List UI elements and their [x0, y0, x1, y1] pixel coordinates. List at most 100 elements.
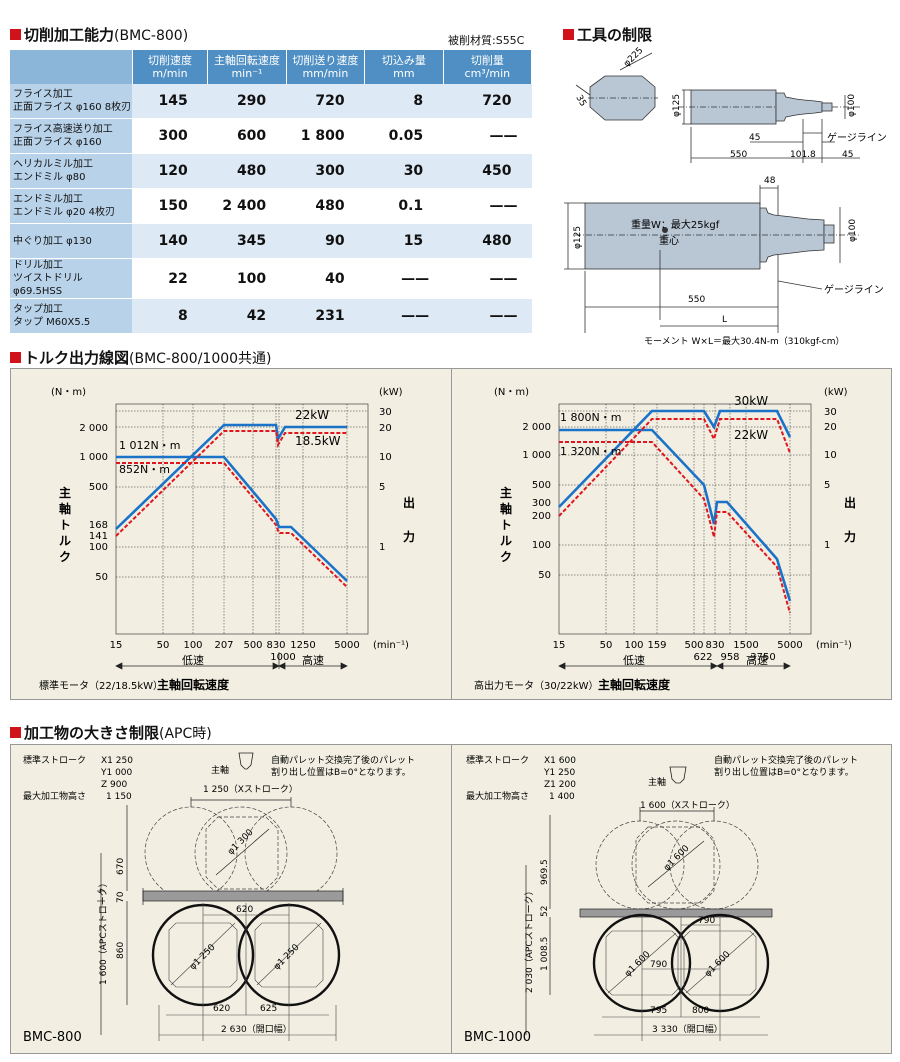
svg-text:1250: 1250: [290, 640, 315, 651]
svg-text:5: 5: [824, 480, 830, 491]
row-label: フライス高速送り加工正面フライス φ160: [10, 118, 133, 154]
svg-text:主軸回転速度: 主軸回転速度: [157, 677, 230, 692]
svg-text:207: 207: [214, 640, 233, 651]
svg-text:70: 70: [116, 891, 126, 903]
svg-text:168: 168: [89, 520, 108, 531]
svg-text:ト: ト: [500, 518, 512, 532]
svg-text:標準モータ（22/18.5kW）: 標準モータ（22/18.5kW）: [39, 679, 163, 692]
svg-text:795: 795: [650, 1006, 667, 1016]
svg-text:1000: 1000: [270, 652, 295, 663]
svg-text:2 000: 2 000: [79, 423, 108, 434]
svg-text:1 000: 1 000: [79, 452, 108, 463]
svg-text:1500: 1500: [733, 640, 758, 651]
svg-text:ト: ト: [59, 518, 71, 532]
svg-text:1 150: 1 150: [106, 792, 132, 802]
svg-text:2 000: 2 000: [522, 422, 551, 433]
svg-text:φ1 600: φ1 600: [703, 949, 733, 979]
torque-chart-right-panel: (N・m) (kW) 2 000 1 000 500 300 200 100 5…: [451, 368, 892, 700]
svg-text:141: 141: [89, 531, 108, 542]
svg-text:500: 500: [684, 640, 703, 651]
svg-text:低速: 低速: [623, 654, 645, 667]
workpiece-right-panel: 標準ストローク X1 600 Y1 250 Z1 200 最大加工物高さ 1 4…: [451, 744, 892, 1054]
svg-text:5000: 5000: [334, 640, 359, 651]
svg-text:ル: ル: [59, 534, 71, 548]
svg-text:10: 10: [824, 450, 837, 461]
svg-text:15: 15: [110, 640, 123, 651]
svg-text:最大加工物高さ: 最大加工物高さ: [466, 790, 529, 802]
svg-text:48: 48: [764, 176, 776, 186]
spindle-icon: [238, 752, 254, 770]
svg-text:標準ストローク: 標準ストローク: [23, 754, 86, 766]
power-curve-dashed: [558, 418, 791, 517]
svg-text:790: 790: [698, 916, 715, 926]
svg-text:500: 500: [89, 482, 108, 493]
svg-text:ル: ル: [500, 534, 512, 548]
svg-text:300: 300: [532, 498, 551, 509]
row-label: ドリル加工ツイストドリル φ69.5HSS: [10, 258, 133, 299]
svg-text:550: 550: [730, 150, 747, 160]
power-curve-solid: [558, 409, 792, 508]
svg-text:低速: 低速: [182, 654, 204, 667]
svg-text:(N・m): (N・m): [51, 387, 86, 398]
torque-chart-left-panel: (N・m) (kW) 2 000 1 000 500 168 141 100 5…: [10, 368, 453, 700]
svg-text:モーメント W×L＝最大30.4N-m（310kgf-cm）: モーメント W×L＝最大30.4N-m（310kgf-cm）: [644, 335, 844, 347]
svg-text:50: 50: [95, 572, 108, 583]
section-marker: [10, 727, 21, 738]
svg-text:Y1 250: Y1 250: [543, 768, 576, 778]
svg-text:φ125: φ125: [672, 94, 682, 117]
svg-text:200: 200: [532, 511, 551, 522]
svg-text:主軸回転速度: 主軸回転速度: [598, 677, 671, 692]
svg-text:958: 958: [720, 652, 739, 663]
torque-section-title: トルク出力線図(BMC-800/1000共通): [10, 347, 272, 368]
svg-text:100: 100: [89, 542, 108, 553]
svg-text:3 330（開口幅）: 3 330（開口幅）: [652, 1023, 723, 1035]
svg-text:969.5: 969.5: [540, 859, 550, 885]
svg-text:50: 50: [157, 640, 170, 651]
svg-text:高速: 高速: [302, 653, 324, 667]
row-label: フライス加工正面フライス φ160 8枚刃: [10, 84, 133, 119]
svg-text:5000: 5000: [777, 640, 802, 651]
svg-text:1: 1: [379, 542, 385, 553]
section-marker: [563, 29, 574, 40]
svg-text:重心: 重心: [659, 234, 679, 247]
svg-text:20: 20: [379, 423, 392, 434]
svg-text:159: 159: [647, 640, 666, 651]
svg-text:ク: ク: [59, 550, 71, 564]
svg-text:1 320N・m: 1 320N・m: [560, 445, 621, 458]
svg-text:出: 出: [403, 495, 415, 510]
material-note: 被削材質:S55C: [448, 34, 525, 47]
svg-text:X1 250: X1 250: [101, 756, 133, 766]
svg-text:力: 力: [844, 529, 856, 544]
svg-text:2 030（APCストローク）: 2 030（APCストローク）: [524, 886, 535, 993]
svg-text:最大加工物高さ: 最大加工物高さ: [23, 790, 86, 802]
svg-text:力: 力: [403, 529, 415, 544]
row-label: ヘリカルミル加工エンドミル φ80: [10, 153, 133, 189]
svg-text:5: 5: [379, 482, 385, 493]
svg-text:(min⁻¹): (min⁻¹): [373, 640, 409, 651]
svg-text:1 008.5: 1 008.5: [540, 937, 550, 971]
svg-text:622: 622: [693, 652, 712, 663]
svg-text:BMC-800: BMC-800: [23, 1030, 82, 1045]
workpiece-left-diagram: 標準ストローク X1 250 Y1 000 Z 900 最大加工物高さ 1 15…: [23, 752, 415, 1045]
svg-text:(min⁻¹): (min⁻¹): [816, 640, 852, 651]
svg-text:(kW): (kW): [379, 387, 403, 398]
svg-text:860: 860: [116, 942, 126, 959]
svg-text:主: 主: [500, 485, 512, 500]
workpiece-right-diagram: 標準ストローク X1 600 Y1 250 Z1 200 最大加工物高さ 1 4…: [464, 754, 858, 1045]
svg-text:100: 100: [183, 640, 202, 651]
svg-text:ゲージライン: ゲージライン: [824, 284, 884, 296]
svg-text:φ1 250: φ1 250: [272, 942, 302, 972]
row-label: エンドミル加工エンドミル φ20 4枚刃: [10, 188, 133, 224]
svg-text:1 600（Xストローク）: 1 600（Xストローク）: [640, 800, 735, 811]
svg-text:自動パレット交換完了後のパレット: 自動パレット交換完了後のパレット: [714, 754, 858, 766]
workpiece-left-panel: 標準ストローク X1 250 Y1 000 Z 900 最大加工物高さ 1 15…: [10, 744, 453, 1054]
svg-text:100: 100: [532, 540, 551, 551]
svg-text:φ100: φ100: [848, 219, 858, 242]
torque-chart-right: (N・m) (kW) 2 000 1 000 500 300 200 100 5…: [474, 387, 856, 692]
row-label: 中ぐり加工 φ130: [10, 223, 133, 259]
